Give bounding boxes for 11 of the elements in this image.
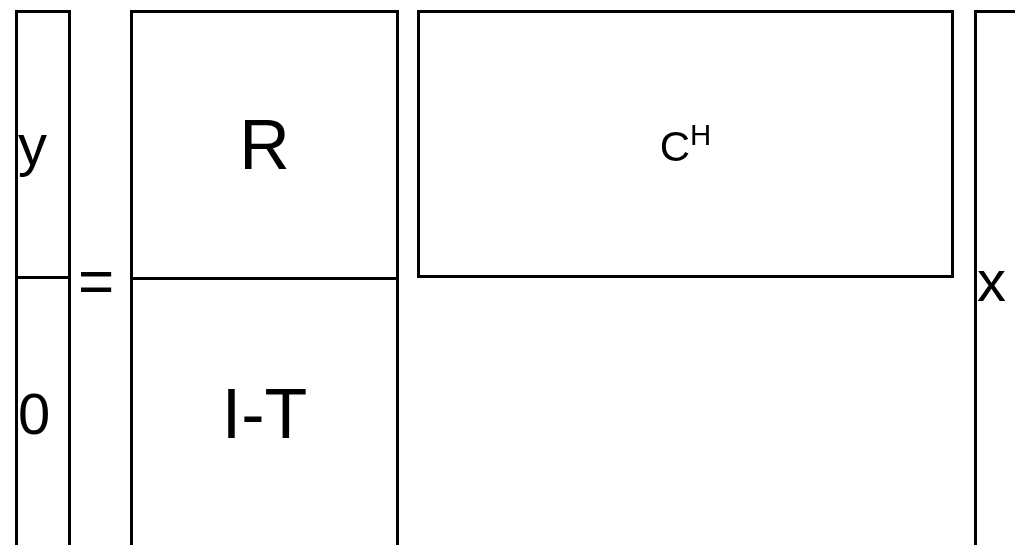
matrix-symbol: I-T (221, 379, 308, 449)
equals-sign: = (78, 250, 115, 312)
matrix-block (15, 276, 71, 545)
matrix-symbol: x (977, 251, 1006, 310)
matrix-symbol: 0 (18, 384, 51, 443)
matrix-block (130, 10, 399, 280)
matrix-symbol: C$^{H}$ (659, 119, 712, 169)
matrix-block (417, 10, 954, 278)
matrix-block (15, 10, 71, 279)
matrix-block (130, 277, 399, 545)
matrix-symbol: R (239, 110, 290, 180)
